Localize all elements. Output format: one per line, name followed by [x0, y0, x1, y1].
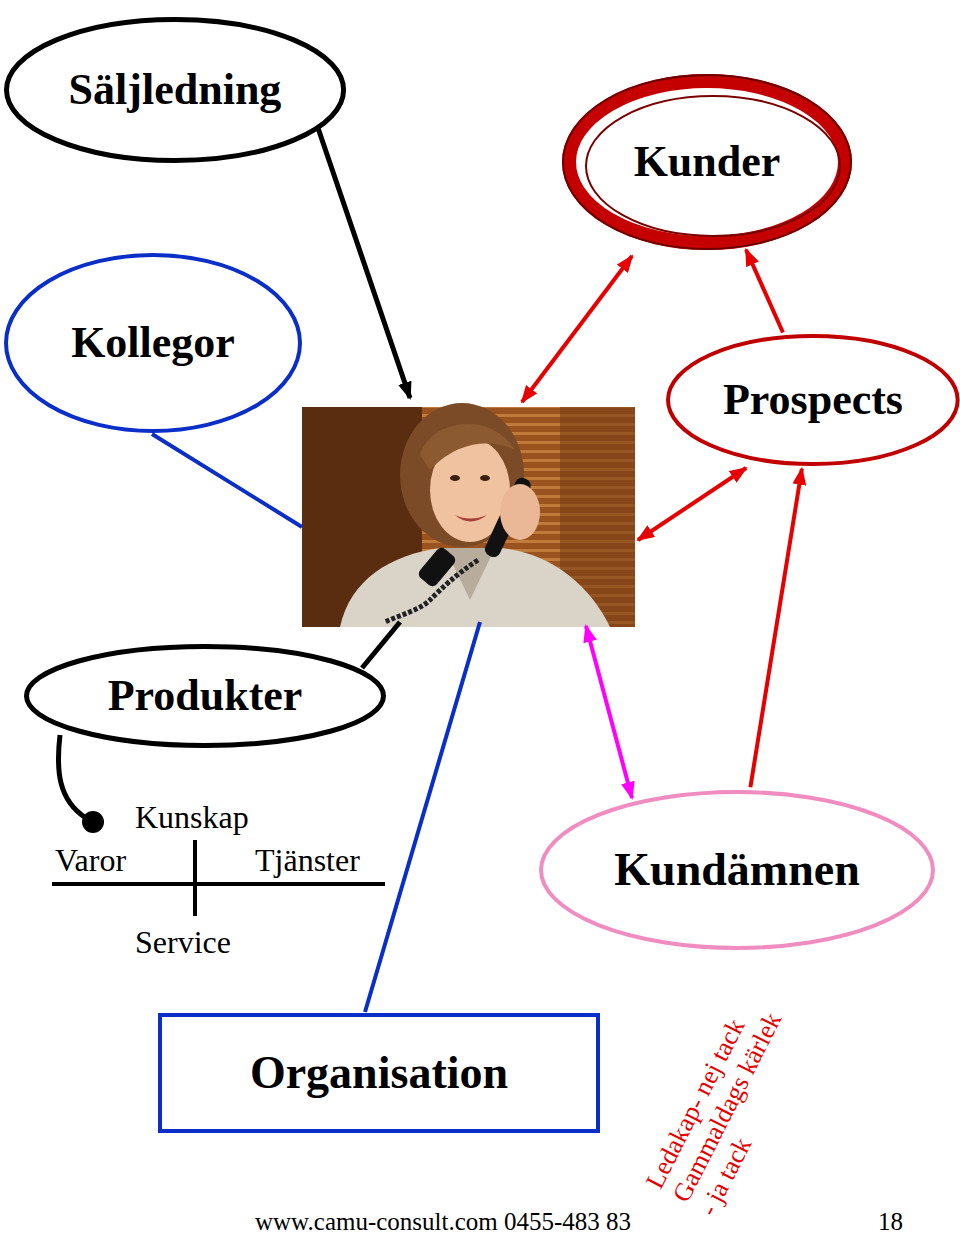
- node-label: Prospects: [723, 376, 903, 424]
- category-label: Kunskap: [135, 800, 249, 835]
- ring-node: Kunder: [562, 74, 852, 250]
- leader-arrow: [318, 128, 410, 398]
- category-label: Service: [135, 925, 231, 960]
- node-label: Kunder: [634, 138, 781, 186]
- category-label: Tjänster: [255, 843, 360, 878]
- ellipse-node: Produkter: [24, 644, 386, 748]
- ellipse-node: Kundämnen: [539, 790, 935, 950]
- leader-line: [365, 622, 480, 1012]
- cross-line: [52, 882, 385, 886]
- node-label: Säljledning: [69, 66, 282, 114]
- cross-line: [193, 840, 197, 916]
- rotated-note: Ledakap- nej tackGammaldags kärlek- ja t…: [640, 994, 815, 1221]
- ellipse-node: Prospects: [666, 334, 960, 466]
- category-label: Varor: [55, 843, 126, 878]
- double-arrow: [586, 626, 632, 798]
- footer-text: www.camu-consult.com 0455-483 83: [255, 1208, 631, 1236]
- arrow-connector: [746, 250, 783, 333]
- leader-line: [362, 622, 400, 668]
- ellipse-node: Säljledning: [4, 17, 346, 163]
- arrow-connector: [750, 469, 801, 787]
- leader-line: [152, 434, 302, 527]
- double-arrow: [522, 256, 632, 402]
- node-label: Produkter: [108, 672, 303, 720]
- node-label: Organisation: [250, 1048, 508, 1099]
- process-box: Organisation: [158, 1013, 600, 1133]
- node-label: Kollegor: [71, 319, 235, 367]
- double-arrow: [638, 468, 746, 540]
- dot-symbol: [82, 811, 104, 833]
- node-label: Kundämnen: [614, 845, 859, 896]
- ellipse-node: Kollegor: [4, 253, 302, 433]
- page-number: 18: [878, 1208, 903, 1236]
- leader-line: [58, 735, 86, 818]
- photo-illustration: [302, 403, 635, 627]
